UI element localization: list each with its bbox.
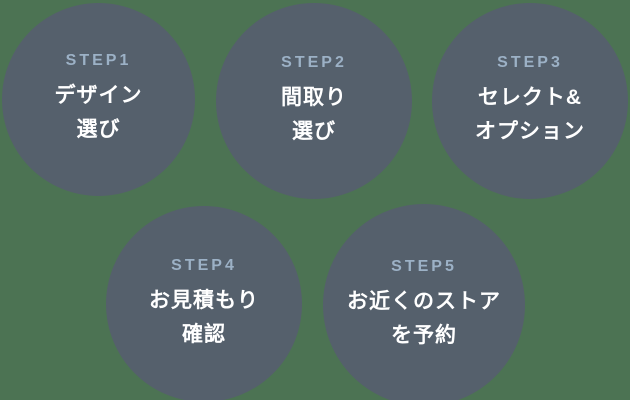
step-4-title-line-2: 確認 [182, 322, 226, 346]
step-3-title-line-1: セレクト& [477, 85, 583, 109]
step-1-title-line-2: 選び [76, 118, 121, 141]
step-2-title-line-1: 間取り [281, 85, 347, 109]
step-circle-1: STEP1 デザイン 選び [2, 3, 195, 196]
step-5-title-line-1: お近くのストア [347, 289, 501, 313]
step-2-number-label: STEP2 [281, 53, 347, 71]
step-4-title-line-1: お見積もり [149, 288, 259, 312]
step-circle-4: STEP4 お見積もり 確認 [106, 206, 302, 400]
step-circle-2: STEP2 間取り 選び [216, 3, 412, 199]
step-1-number-label: STEP1 [65, 52, 132, 69]
step-circle-5: STEP5 お近くのストア を予約 [323, 204, 525, 400]
step-2-title-line-2: 選び [292, 119, 336, 143]
step-circle-3: STEP3 セレクト& オプション [432, 3, 628, 199]
step-1-title-line-1: デザイン [54, 84, 143, 107]
step-5-title-line-2: を予約 [391, 323, 457, 347]
step-5-number-label: STEP5 [391, 257, 457, 275]
step-3-title-line-2: オプション [475, 119, 585, 143]
step-4-number-label: STEP4 [171, 256, 237, 274]
step-3-number-label: STEP3 [497, 53, 563, 71]
